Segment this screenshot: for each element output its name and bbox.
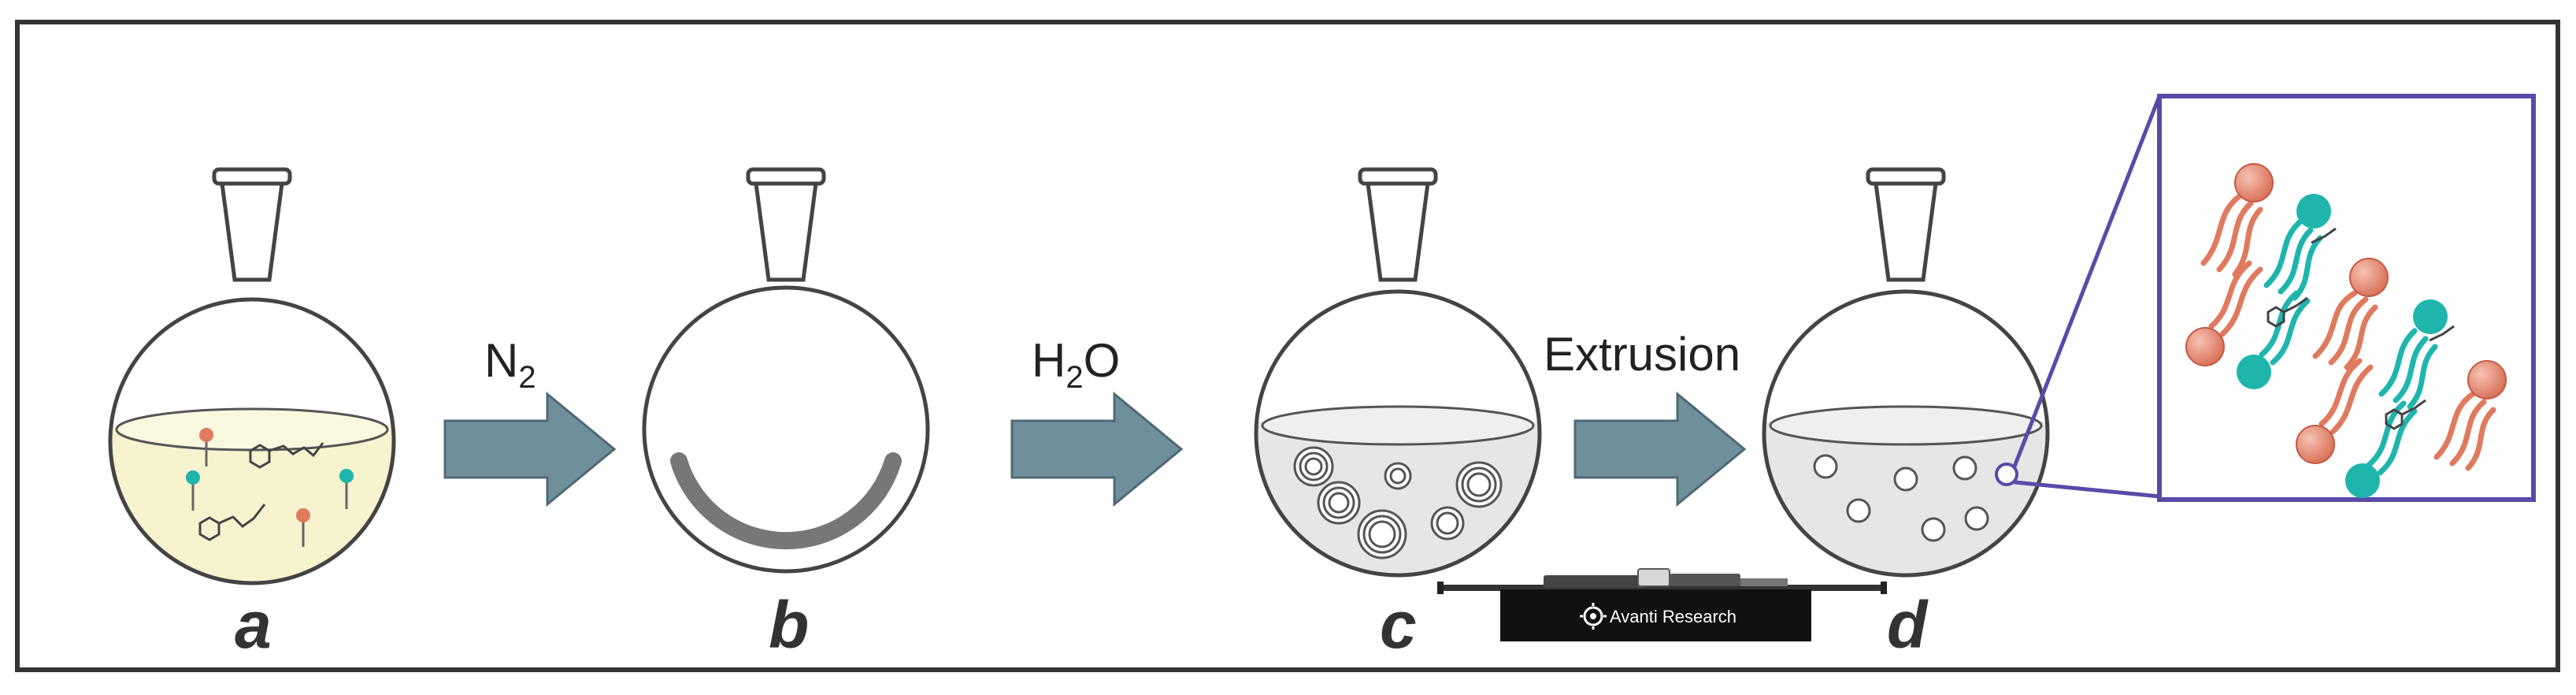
arrow-n2: N2	[443, 334, 617, 507]
lipid-bilayer	[2185, 163, 2507, 498]
lipid-film	[670, 452, 902, 550]
extruder-device: Avanti Research	[1437, 568, 1887, 641]
lipid-orange-4	[2185, 260, 2263, 366]
lipid-cyan-1	[2263, 194, 2331, 301]
lipid-cyan-2	[2378, 299, 2448, 410]
arrow-h2o-label: H2O	[1032, 334, 1120, 395]
lipid-orange-5	[2296, 358, 2374, 464]
zoom-line-bottom	[2014, 480, 2160, 499]
lipid-orange-1	[2200, 163, 2274, 277]
zoom-inset	[2012, 94, 2536, 502]
step-label-b: b	[769, 588, 809, 662]
zoom-line-top	[2012, 95, 2162, 467]
step-label-a: a	[235, 588, 272, 662]
unilamellar-vesicles	[1813, 454, 1989, 542]
lipid-orange-3	[2433, 360, 2507, 471]
arrow-extrusion: Extrusion	[1544, 328, 1747, 507]
outer-frame	[15, 20, 2560, 672]
flask-a	[108, 167, 396, 585]
step-label-d: d	[1887, 588, 1929, 662]
sterol-molecules	[2267, 227, 2455, 430]
zoom-box	[2157, 94, 2536, 502]
extruder-brand: Avanti Research	[1610, 607, 1736, 626]
dissolved-lipid-molecules	[186, 428, 354, 547]
step-label-c: c	[1380, 588, 1417, 662]
multilamellar-vesicles	[1293, 446, 1503, 559]
flask-b	[642, 167, 930, 574]
arrow-h2o: H2O	[1010, 334, 1184, 507]
lipid-cyan-4	[2345, 400, 2418, 498]
arrow-extrusion-label: Extrusion	[1544, 328, 1740, 381]
flask-c	[1254, 167, 1542, 578]
flask-d	[1762, 167, 2050, 578]
zoom-target-vesicle	[1995, 463, 2018, 486]
lipid-orange-2	[2312, 258, 2389, 370]
arrow-n2-label: N2	[484, 334, 536, 395]
gear-icon	[1580, 603, 1607, 630]
